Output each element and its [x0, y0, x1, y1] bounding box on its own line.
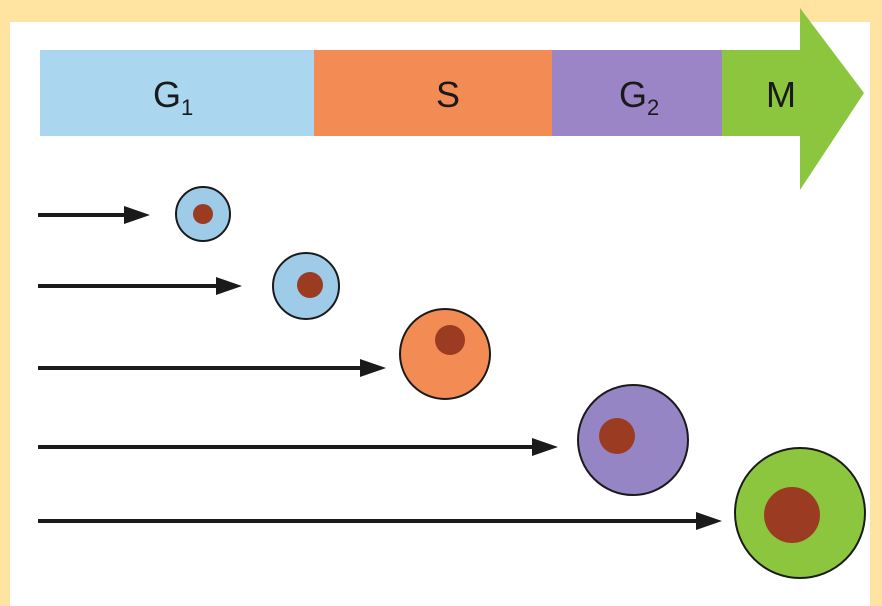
phase-s-label: S: [436, 74, 460, 115]
phase-g2-subscript: 2: [647, 95, 659, 120]
phase-g2-segment: [552, 50, 722, 136]
phase-bar: G1 S G2 M: [40, 8, 864, 190]
cell-nucleus: [764, 487, 820, 543]
cell-nucleus: [435, 325, 465, 355]
phase-g2-label: G2: [619, 74, 659, 120]
progress-arrow-5: [38, 512, 722, 530]
progress-arrows: [38, 206, 722, 530]
cell-g1-small: [175, 186, 231, 242]
phase-g2-letter: G: [619, 74, 647, 115]
phase-g1-subscript: 1: [181, 95, 193, 120]
phase-g1-letter: G: [153, 74, 181, 115]
cell-g1-large: [272, 252, 340, 320]
progress-arrow-4: [38, 438, 558, 456]
progress-arrow-3: [38, 359, 386, 377]
progress-arrow-2: [38, 277, 242, 295]
cell-m: [734, 447, 866, 579]
cell-g2: [577, 384, 689, 496]
cell-nucleus: [599, 418, 635, 454]
cell-s: [399, 308, 491, 400]
progress-arrow-1: [38, 206, 150, 224]
cells: [175, 186, 866, 579]
phase-s-segment: [314, 50, 552, 136]
phase-m-arrow-segment: [722, 8, 864, 190]
phase-g1-segment: [40, 50, 314, 136]
cell-nucleus: [193, 204, 213, 224]
phase-g1-label: G1: [153, 74, 193, 120]
phase-m-label: M: [766, 74, 796, 115]
top-border: [0, 0, 882, 22]
cell-nucleus: [297, 272, 323, 298]
